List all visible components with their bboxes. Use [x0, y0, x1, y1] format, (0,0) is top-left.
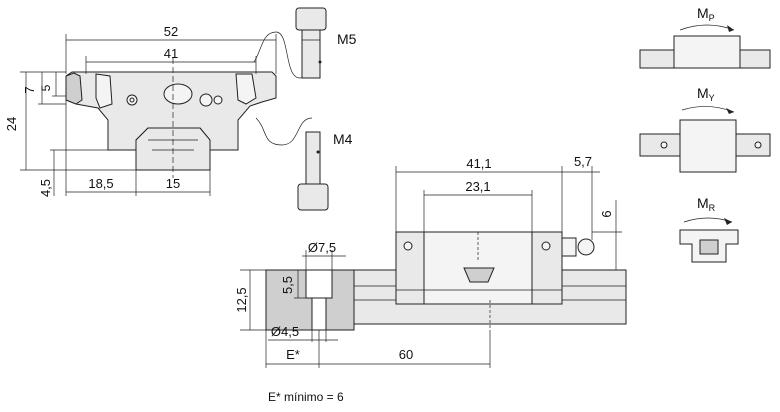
- screw-m4-shank: [305, 131, 321, 185]
- dim-d75-label: Ø7,5: [308, 240, 336, 255]
- moment-roll: MR: [679, 195, 739, 263]
- dim-60-label: 60: [399, 347, 413, 362]
- through-hole: [311, 297, 327, 331]
- screw-m5-head: [295, 7, 327, 31]
- footnote: E* mínimo = 6: [268, 390, 344, 404]
- end-plate-right: [235, 73, 257, 105]
- dim-18-5-label: 18,5: [88, 176, 113, 191]
- dim-23-1-label: 23,1: [465, 179, 490, 194]
- mount-hole-left-inner: [129, 97, 135, 103]
- moment-yaw-label: MY: [697, 85, 715, 103]
- dim-7-label: 7: [22, 86, 37, 93]
- moment-pitch-arrow: [679, 24, 735, 31]
- moment-yaw-arrow: [681, 106, 735, 113]
- screws: M5 M4: [253, 7, 357, 211]
- moment-pitch: MP: [639, 5, 771, 69]
- moment-pitch-block: [673, 35, 741, 69]
- left-seal: [65, 72, 83, 105]
- dim-41-label: 41: [164, 46, 178, 61]
- moment-yaw-hole-r: [754, 141, 762, 149]
- dim-5-7-label: 5,7: [574, 154, 592, 169]
- end-plate-left: [95, 73, 113, 109]
- front-view: 52 41 24 7 5 4,5 18,5 15: [4, 24, 277, 197]
- side-nipple-base: [561, 237, 577, 257]
- moment-pitch-label: MP: [697, 5, 715, 23]
- dim-15-label: 15: [166, 176, 180, 191]
- moment-roll-arrowhead: [724, 218, 732, 225]
- dim-5-label: 5: [39, 84, 53, 91]
- side-view: 41,1 5,7 23,1 6: [353, 154, 627, 330]
- moment-yaw-hole-l: [660, 141, 668, 149]
- dim-41-1-label: 41,1: [466, 156, 491, 171]
- screw-m5-shank: [301, 29, 321, 79]
- mount-hole-right: [213, 95, 223, 105]
- dim-52-label: 52: [164, 24, 178, 39]
- screw-m5-label: M5: [337, 31, 357, 47]
- side-hole-right: [541, 241, 551, 251]
- counterbore: [305, 269, 333, 299]
- dim-e-label: E*: [286, 347, 300, 362]
- moment-pitch-arrowhead: [727, 25, 734, 32]
- lube-nipple-tip: [199, 93, 213, 107]
- side-notch: [463, 267, 495, 283]
- dim-d45-label: Ø4,5: [271, 324, 299, 339]
- side-hole-left: [403, 241, 413, 251]
- screw-m5-dot: [318, 60, 322, 64]
- moment-yaw: MY: [639, 85, 771, 173]
- lube-nipple: [163, 83, 193, 105]
- side-nipple: [577, 238, 595, 256]
- moment-yaw-arrowhead: [726, 108, 734, 114]
- moment-yaw-block: [679, 119, 737, 173]
- connector-lower: [255, 117, 313, 146]
- dim-4-5-label: 4,5: [38, 179, 53, 197]
- screw-m4-dot: [316, 150, 320, 154]
- moment-roll-label: MR: [697, 195, 716, 213]
- screw-m4-head: [297, 183, 329, 211]
- dim-24-label: 24: [4, 117, 19, 131]
- dim-6-label: 6: [599, 210, 614, 217]
- moment-roll-rail: [699, 239, 719, 255]
- dim-125-label: 12,5: [234, 287, 249, 312]
- rail-section: Ø7,5 5,5 12,5 Ø4,5 E* 60: [234, 240, 491, 368]
- screw-m4-label: M4: [333, 131, 353, 147]
- dim-55-label: 5,5: [280, 276, 295, 294]
